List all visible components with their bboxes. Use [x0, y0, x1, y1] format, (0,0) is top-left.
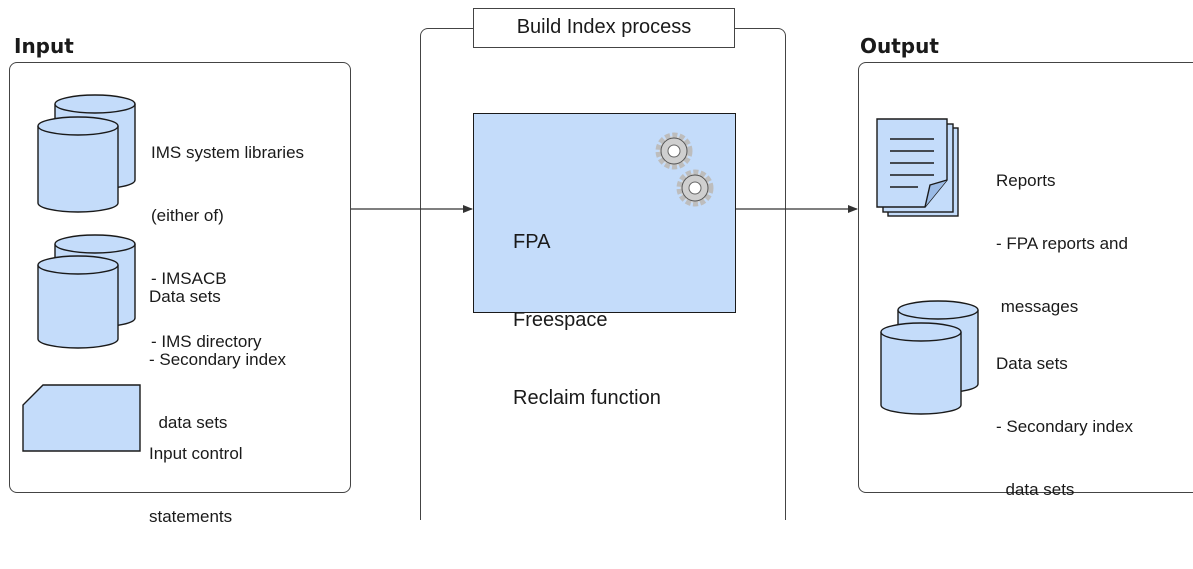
- gears-icon: [655, 132, 714, 207]
- build-index-diagram: Input Build Index process Output: [9, 8, 1193, 526]
- report-icon: [876, 118, 959, 217]
- diagram-graphics: [22, 94, 979, 452]
- function-label: FPA Freespace Reclaim function: [513, 231, 661, 409]
- input-control-statements-label: Input control statements: [149, 444, 243, 526]
- freespace-reclaim-function-box: [473, 113, 736, 313]
- input-data-sets-label: Data sets - Secondary index data sets: [149, 287, 287, 432]
- input-title: Input: [14, 34, 74, 58]
- process-title: Build Index process: [473, 8, 735, 48]
- ims-system-libraries-label: IMS system libraries (either of) - IMSAC…: [151, 143, 305, 351]
- database-icon: [37, 234, 136, 349]
- database-icon: [880, 300, 979, 415]
- control-card-icon: [22, 384, 141, 452]
- reports-label: Reports - FPA reports and messages: [996, 171, 1128, 316]
- output-title: Output: [860, 34, 939, 58]
- output-data-sets-label: Data sets - Secondary index data sets: [996, 354, 1134, 499]
- database-icon: [37, 94, 136, 213]
